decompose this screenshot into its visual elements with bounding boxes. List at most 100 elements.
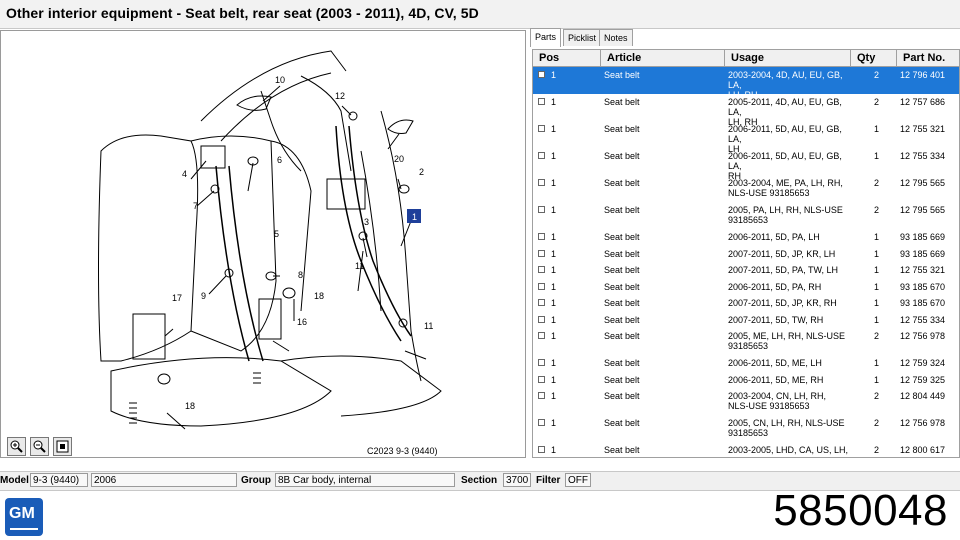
cell-usage-line: 2007-2011, 5D, JP, KR, LH xyxy=(728,248,836,259)
column-header-part-no[interactable]: Part No. xyxy=(903,52,946,64)
seat-back-outline xyxy=(270,140,312,312)
trim-cover xyxy=(236,95,272,111)
row-checkbox[interactable] xyxy=(538,332,545,339)
diagram-panel[interactable]: 10 12 20 2 6 4 7 3 5 11 8 9 18 17 16 11 … xyxy=(0,30,526,458)
cell-article: Seat belt xyxy=(604,205,640,215)
buckle xyxy=(258,298,282,340)
zoom-in-button[interactable] xyxy=(7,437,26,456)
column-header-article[interactable]: Article xyxy=(601,50,725,66)
cell-article: Seat belt xyxy=(604,445,640,455)
row-checkbox[interactable] xyxy=(538,282,545,290)
row-checkbox[interactable] xyxy=(538,299,545,306)
cell-qty: 2 xyxy=(874,445,880,455)
column-header-qty[interactable]: Qty xyxy=(851,50,897,66)
row-checkbox[interactable] xyxy=(538,446,545,453)
zoom-out-button[interactable] xyxy=(30,437,49,456)
retractor xyxy=(200,145,226,169)
cell-usage: 2005-2011, 4D, AU, EU, GB, LA,LH, RH xyxy=(728,97,852,127)
row-checkbox[interactable] xyxy=(538,419,545,426)
cell-usage-line: LH, RH xyxy=(728,90,758,100)
seat-belt-diagram[interactable]: 10 12 20 2 6 4 7 3 5 11 8 9 18 17 16 11 … xyxy=(1,31,526,458)
cell-part-no: 12 756 978 xyxy=(900,331,946,341)
tab-parts[interactable]: Parts xyxy=(530,28,562,47)
cell-usage: 2006-2011, 5D, AU, EU, GB, LA,RH xyxy=(728,151,852,181)
cell-usage-line: 2007-2011, 5D, TW, RH xyxy=(728,314,824,325)
row-checkbox[interactable] xyxy=(538,375,545,383)
cell-part-no: 93 185 670 xyxy=(900,298,946,308)
cell-article: Seat belt xyxy=(604,248,640,259)
cell-usage-line: 93185653 xyxy=(728,341,769,351)
tab-notes[interactable]: Notes xyxy=(599,29,633,46)
row-checkbox[interactable] xyxy=(538,71,545,78)
column-header-pos[interactable]: Pos xyxy=(533,50,601,66)
cell-usage: 2006-2011, 5D, PA, RH xyxy=(728,282,852,292)
cell-pos: 1 xyxy=(551,70,557,80)
status-bar: Model 9-3 (9440) 2006 Group 8B Car body,… xyxy=(0,471,960,491)
cell-qty: 1 xyxy=(874,374,880,385)
group-field[interactable]: 8B Car body, internal xyxy=(275,473,455,487)
fit-view-button[interactable] xyxy=(53,437,72,456)
year-field[interactable]: 2006 xyxy=(91,473,237,487)
row-checkbox[interactable] xyxy=(538,125,545,132)
row-checkbox[interactable] xyxy=(538,359,545,366)
cell-usage: 2007-2011, 5D, PA, TW, LH xyxy=(728,265,852,275)
body-line xyxy=(300,75,352,172)
row-checkbox[interactable] xyxy=(538,179,545,186)
body-line xyxy=(260,90,302,172)
cell-qty: 1 xyxy=(874,265,880,275)
cell-article: Seat belt xyxy=(604,232,640,242)
callout-18: 18 xyxy=(314,291,324,301)
row-checkbox[interactable] xyxy=(538,315,545,323)
diagram-copyright: C2023 9-3 (9440) xyxy=(367,446,438,456)
cell-usage-line: 2005-2011, 4D, AU, EU, GB, LA, xyxy=(728,97,842,117)
cell-article: Seat belt xyxy=(604,374,640,385)
row-checkbox[interactable] xyxy=(538,266,545,273)
callout-10: 10 xyxy=(275,75,285,85)
column-header-usage[interactable]: Usage xyxy=(725,50,851,66)
filter-field[interactable]: OFF xyxy=(565,473,591,487)
model-field[interactable]: 9-3 (9440) xyxy=(30,473,88,487)
cell-pos: 1 xyxy=(551,298,557,308)
row-checkbox[interactable] xyxy=(538,98,545,105)
spring-part xyxy=(129,402,137,424)
selected-callout-badge xyxy=(407,209,421,223)
cell-qty: 1 xyxy=(874,232,880,242)
cell-part-no: 12 759 324 xyxy=(900,358,946,368)
row-checkbox[interactable] xyxy=(538,249,545,257)
retractor xyxy=(132,313,166,360)
cell-pos: 1 xyxy=(551,151,557,161)
cell-part-no: 12 755 334 xyxy=(900,314,946,325)
cell-usage: 2007-2011, 5D, JP, KR, RH xyxy=(728,298,852,308)
callout-6: 6 xyxy=(277,155,282,165)
row-checkbox[interactable] xyxy=(538,206,545,213)
row-checkbox[interactable] xyxy=(538,233,545,240)
row-checkbox[interactable] xyxy=(538,152,545,159)
row-checkbox[interactable] xyxy=(538,392,545,399)
cell-usage: 2003-2005, LHD, CA, US, LH, xyxy=(728,445,852,455)
cell-part-no: 12 755 321 xyxy=(900,265,946,275)
section-field[interactable]: 3700 xyxy=(503,473,531,487)
tab-picklist[interactable]: Picklist xyxy=(563,29,602,46)
retractor xyxy=(326,178,366,210)
belt-webbing xyxy=(228,165,264,362)
